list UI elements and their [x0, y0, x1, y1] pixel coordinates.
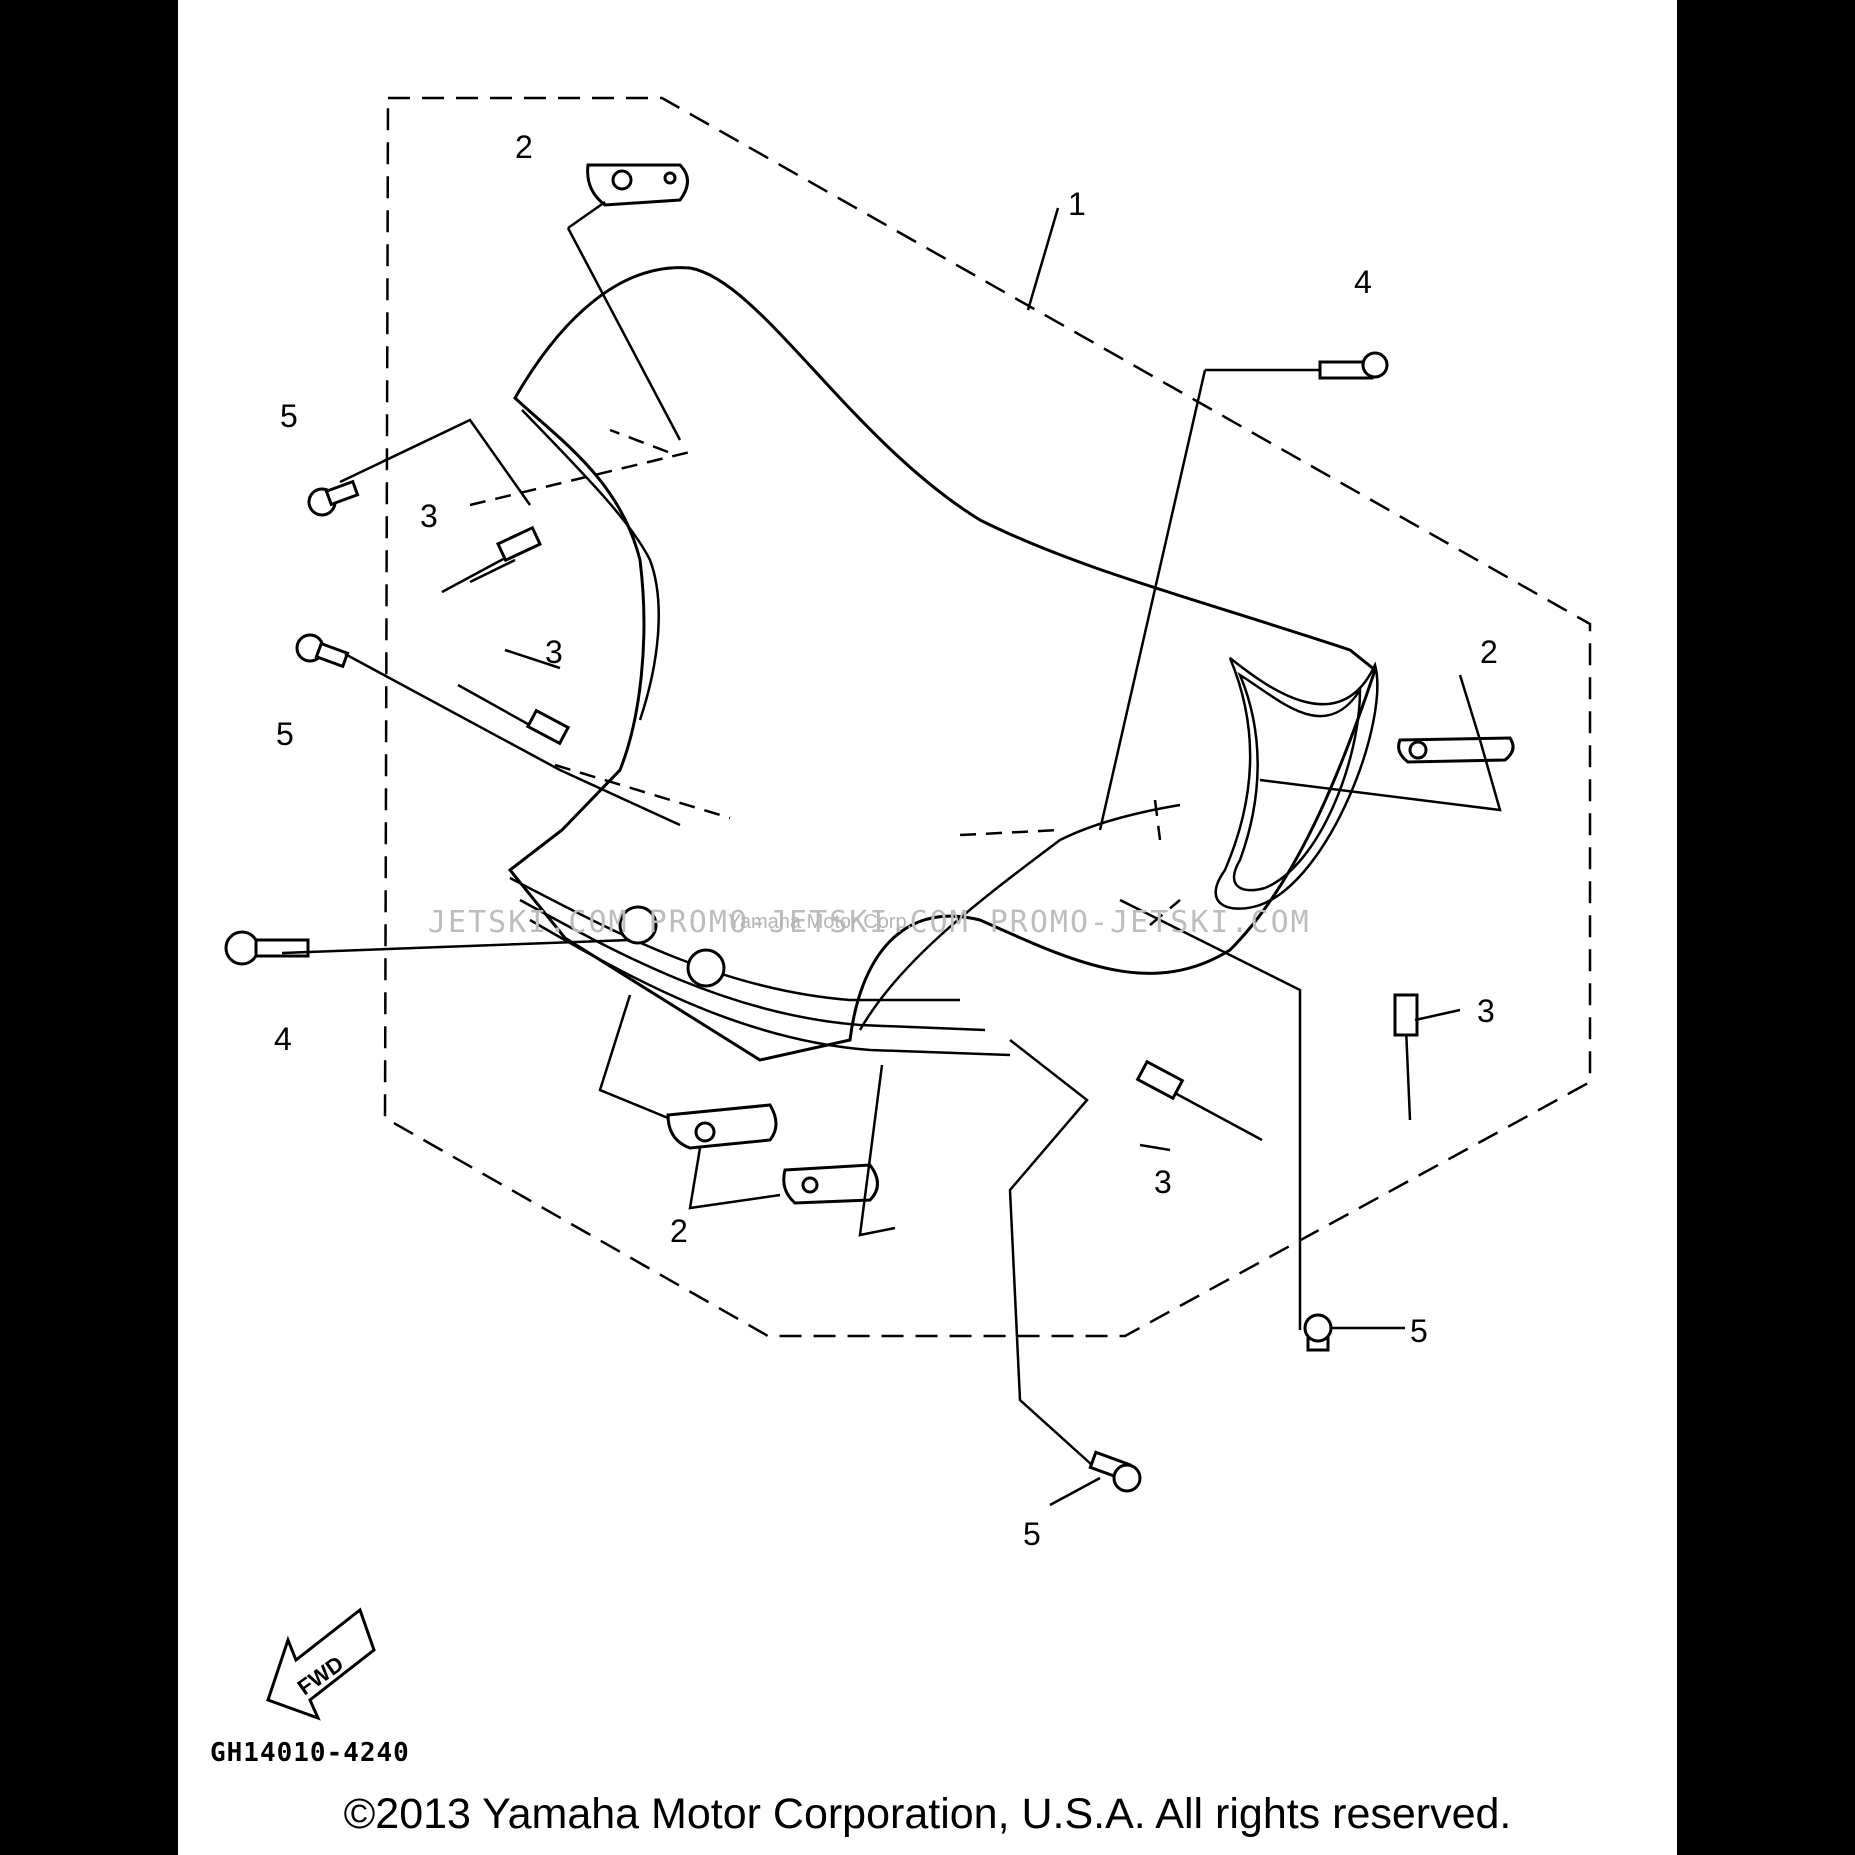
- callout-2: 2: [1480, 634, 1498, 670]
- cover-opening-rim: [1214, 657, 1379, 910]
- screw-part-5-right: [1303, 1313, 1333, 1352]
- callout-4: 4: [274, 1021, 292, 1057]
- lower-flange-strip: [509, 876, 960, 1002]
- fwd-direction-arrow: FWD: [266, 1607, 376, 1721]
- callout-3: 3: [545, 634, 563, 670]
- watermark-credit: Yamaha Motor Corp.: [728, 911, 912, 933]
- callout-1: 1: [1068, 186, 1086, 222]
- screw-part-5-mid-left: [295, 633, 350, 669]
- bolt-part-4-left: [224, 930, 310, 966]
- assembly-boundary: [383, 96, 1592, 1338]
- lower-inner-curve: [858, 803, 1181, 1031]
- rivet-part-3-mid-left: [457, 683, 571, 746]
- callout-5: 5: [1410, 1313, 1428, 1349]
- bolt-part-4-top-right: [1318, 351, 1389, 380]
- alignment-dashes: [469, 428, 1181, 926]
- side-inner-line: [521, 409, 660, 721]
- grommet-2: [686, 948, 726, 988]
- leader-lines: [281, 200, 1502, 1507]
- lower-flange-strip-3: [529, 918, 1011, 1057]
- diagram-sheet: [178, 0, 1677, 1855]
- callout-3: 3: [1154, 1164, 1172, 1200]
- bracket-part-2-right: [1397, 736, 1515, 764]
- watermark: JETSKI.COM PROMO-JETSKI.COM PROMO-JETSKI…: [428, 905, 1311, 940]
- screw-part-5-upper-left: [307, 479, 360, 517]
- rivet-part-3-upper-left: [441, 525, 543, 594]
- callout-5: 5: [1023, 1516, 1041, 1552]
- callout-5: 5: [276, 716, 294, 752]
- diagram-code: GH14010-4240: [210, 1738, 410, 1768]
- bracket-part-2-lower-b: [782, 1163, 879, 1205]
- callout-3: 3: [1477, 993, 1495, 1029]
- callout-4: 4: [1354, 264, 1372, 300]
- rivet-part-3-lower: [1135, 1059, 1263, 1142]
- bracket-part-2-lower-a: [666, 1103, 778, 1150]
- screw-part-5-bottom: [1088, 1450, 1142, 1493]
- callout-2: 2: [515, 129, 533, 165]
- callout-2: 2: [670, 1213, 688, 1249]
- lower-flange-strip-2: [519, 898, 986, 1032]
- copyright-notice: ©2013 Yamaha Motor Corporation, U.S.A. A…: [343, 1790, 1512, 1838]
- grommet-1: [618, 905, 658, 945]
- bracket-part-2-top: [586, 163, 689, 207]
- callout-3: 3: [420, 498, 438, 534]
- callout-5: 5: [280, 398, 298, 434]
- rivet-part-3-right: [1393, 993, 1419, 1121]
- main-cover-body: [507, 266, 1377, 1062]
- cover-opening-inner: [1232, 671, 1362, 892]
